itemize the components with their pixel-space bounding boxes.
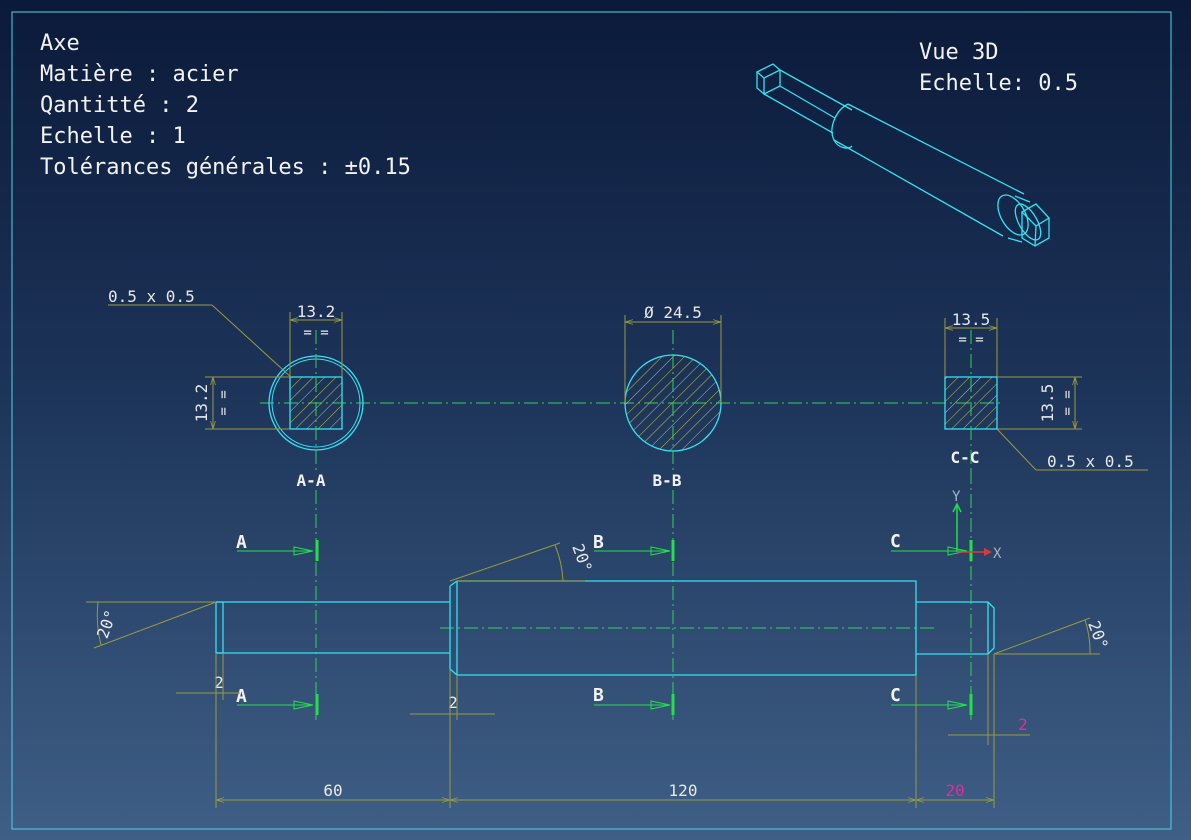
material-line: Matière : acier <box>40 62 239 87</box>
aa-section-label: A-A <box>297 471 326 490</box>
length-mid-value: 120 <box>669 781 698 800</box>
aa-height-equal: = = <box>216 390 232 415</box>
cc-width-value: 13.5 <box>952 310 991 329</box>
cut-b-top-label: B <box>593 532 604 553</box>
cut-b-bottom-label: B <box>593 685 604 706</box>
title-block: Axe Matière : acier Qantitté : 2 Echelle… <box>40 31 411 180</box>
angle-mid-value: 20° <box>568 541 596 575</box>
view-3d-scale: Echelle: 0.5 <box>919 71 1078 96</box>
quantity-line: Qantitté : 2 <box>40 93 199 118</box>
axis-x-label: X <box>993 546 1002 562</box>
part-name: Axe <box>40 31 80 56</box>
cc-height-equal: = = <box>1060 390 1076 415</box>
angle-right-value: 20° <box>1084 618 1112 652</box>
section-bb: Ø 24.5 B-B <box>624 303 722 490</box>
aa-chamfer-note: 0.5 x 0.5 <box>108 287 195 306</box>
bb-diameter-value: Ø 24.5 <box>644 303 702 322</box>
cut-a-top-label: A <box>236 532 247 553</box>
cut-c-bottom-label: C <box>890 685 901 706</box>
length-dimensions <box>215 653 995 808</box>
aa-height-value: 13.2 <box>192 384 211 423</box>
length-right-value: 20 <box>945 781 964 800</box>
chamfer-right-value: 2 <box>1018 715 1028 734</box>
isometric-view <box>755 63 1051 247</box>
scale-line: Echelle : 1 <box>40 124 186 149</box>
section-cc: 13.5 = = 13.5 = = 0.5 x 0.5 C-C <box>944 310 1148 471</box>
aa-width-equal: = = <box>303 325 328 341</box>
axis-indicator: Y X <box>952 489 1002 562</box>
cc-section-label: C-C <box>951 448 980 467</box>
bb-section-label: B-B <box>653 471 682 490</box>
cc-width-equal: = = <box>958 332 983 348</box>
front-view <box>215 580 995 676</box>
view-3d-label: Vue 3D Echelle: 0.5 <box>919 40 1078 96</box>
chamfer-mid-value: 2 <box>448 693 458 712</box>
aa-width-value: 13.2 <box>297 302 336 321</box>
cut-mark-a: A A <box>236 532 319 715</box>
front-view-centerlines <box>315 470 972 720</box>
tolerance-line: Tolérances générales : ±0.15 <box>40 155 411 180</box>
cc-height-value: 13.5 <box>1038 384 1057 423</box>
cut-mark-b: B B <box>593 532 675 715</box>
cut-a-bottom-label: A <box>236 686 247 707</box>
cut-c-top-label: C <box>890 531 901 552</box>
section-aa: 13.2 = = 13.2 = = 0.5 x 0.5 A-A <box>108 287 364 490</box>
angle-dimensions <box>86 542 1100 655</box>
axis-y-label: Y <box>952 489 961 505</box>
cc-chamfer-note: 0.5 x 0.5 <box>1047 452 1134 471</box>
cut-mark-c: C C <box>890 531 973 715</box>
view-3d-title: Vue 3D <box>919 40 998 65</box>
chamfer-left-value: 2 <box>214 673 224 692</box>
sheet-frame <box>11 11 1172 830</box>
length-left-value: 60 <box>323 781 342 800</box>
